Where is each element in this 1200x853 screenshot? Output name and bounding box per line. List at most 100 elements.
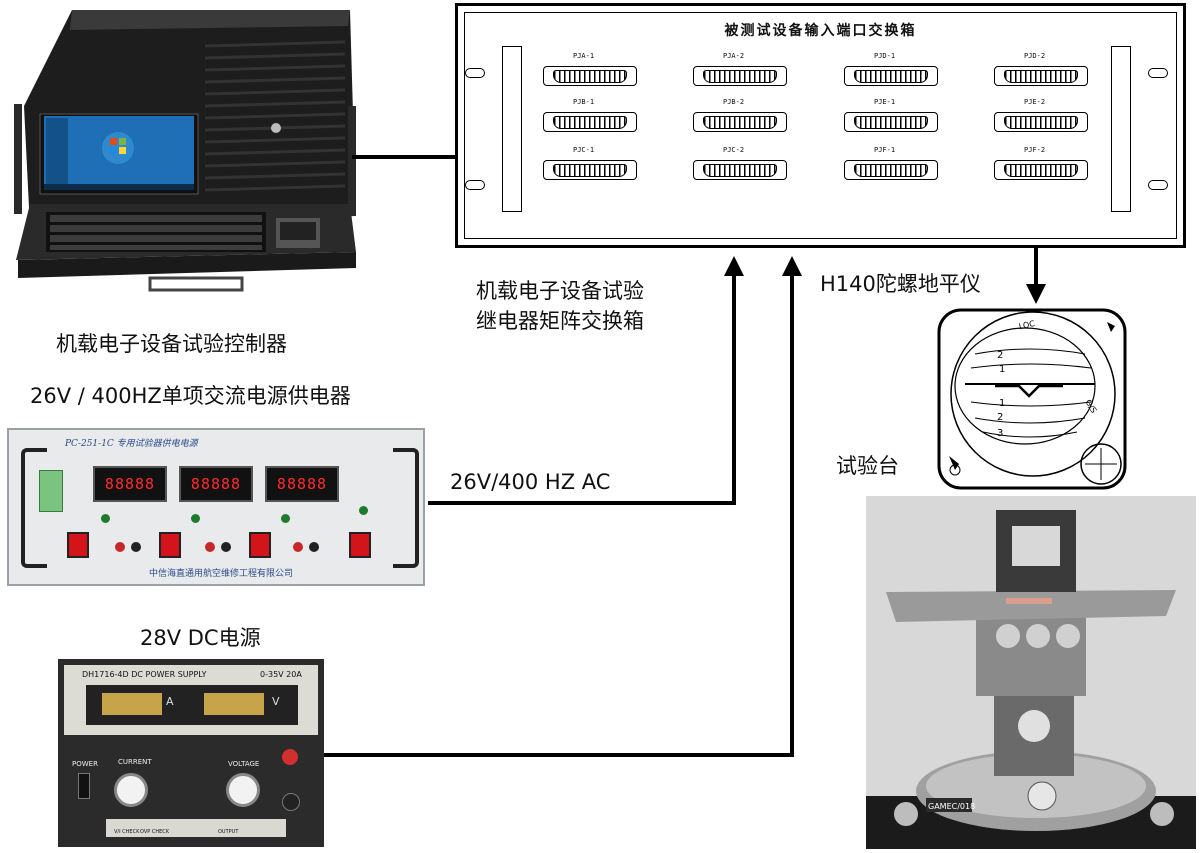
port-label: PJA-2 <box>723 52 745 60</box>
port-label: PJF-1 <box>874 146 896 154</box>
ac-right-handle <box>393 448 419 568</box>
port-pins <box>854 116 928 129</box>
dc-unit-a: A <box>166 695 174 708</box>
gyro-mark: 1 <box>999 364 1005 375</box>
dc-check2: OVP CHECK <box>140 829 170 835</box>
mount-hole <box>1148 68 1168 78</box>
dc-voltmeter <box>204 693 264 715</box>
ac-terminal[interactable] <box>293 542 303 552</box>
port-connector <box>844 66 938 86</box>
ac-left-handle <box>21 448 47 568</box>
port-pins <box>553 164 627 177</box>
table-tag: GAMEC/018 <box>928 802 975 811</box>
dc-pos-terminal[interactable] <box>282 749 298 765</box>
port-label: PJA-1 <box>573 52 595 60</box>
dc-model-text: DH1716-4D DC POWER SUPPLY <box>82 670 207 679</box>
gyro-mark: 1 <box>999 398 1005 409</box>
dc-check1: V/I CHECK <box>114 829 140 835</box>
ac-meter: 88888 <box>265 466 339 502</box>
port-connector <box>693 66 787 86</box>
gyro-mark: 2 <box>997 350 1003 361</box>
dc-bottom-strip <box>106 819 286 837</box>
port-connector <box>844 160 938 180</box>
port-pins <box>553 116 627 129</box>
dc-current-knob[interactable] <box>114 773 148 807</box>
ac-green-tag <box>39 470 63 512</box>
dc-power-supply: DH1716-4D DC POWER SUPPLY 0-35V 20A A V … <box>58 659 324 847</box>
controller-computer-drawing <box>14 10 356 292</box>
arrow-gyro <box>1026 284 1046 304</box>
ac-meter: 88888 <box>93 466 167 502</box>
port-pins <box>1004 164 1078 177</box>
dc-unit-v: V <box>272 695 280 708</box>
port-pins <box>854 70 928 83</box>
ac-indicator-light <box>359 506 368 515</box>
controller-computer <box>10 6 360 296</box>
ac-switch[interactable] <box>349 532 371 558</box>
ac-terminal[interactable] <box>131 542 141 552</box>
port-label: PJE-2 <box>1024 98 1046 106</box>
gyro-mark: 3 <box>997 428 1003 439</box>
port-pins <box>854 164 928 177</box>
ac-indicator-light <box>281 514 290 523</box>
ac-switch[interactable] <box>159 532 181 558</box>
ac-meter-digits: 88888 <box>190 475 242 493</box>
mount-hole <box>465 180 485 190</box>
dc-display-window: A V <box>86 685 298 725</box>
port-pins <box>703 164 777 177</box>
matrix-box-label-line2: 继电器矩阵交换箱 <box>476 309 644 333</box>
ac-maker-text: 中信海直通用航空维修工程有限公司 <box>149 569 294 579</box>
dc-ammeter <box>102 693 162 715</box>
port-connector <box>994 160 1088 180</box>
table-label: 试验台 <box>836 454 899 478</box>
gyro-horizon: LOC G/S 2 1 1 2 3 <box>935 306 1131 492</box>
matrix-box-label-line1: 机载电子设备试验 <box>476 279 644 303</box>
controller-label: 机载电子设备试验控制器 <box>56 332 287 356</box>
ac-meter: 88888 <box>179 466 253 502</box>
dc-neg-terminal[interactable] <box>282 793 300 811</box>
ac-indicator-light <box>191 514 200 523</box>
dc-power-label: POWER <box>72 760 98 768</box>
dc-power-switch[interactable] <box>78 773 90 799</box>
ac-switch[interactable] <box>67 532 89 558</box>
gyro-label: H140陀螺地平仪 <box>820 272 981 296</box>
ac-meter-digits: 88888 <box>276 475 328 493</box>
port-connector <box>844 112 938 132</box>
ac-indicator-light <box>101 514 110 523</box>
ac-terminal[interactable] <box>115 542 125 552</box>
dc-voltage-knob[interactable] <box>226 773 260 807</box>
port-label: PJF-2 <box>1024 146 1046 154</box>
gyro-loc-tag: LOC <box>1018 319 1036 331</box>
dc-range-text: 0-35V 20A <box>260 670 302 679</box>
arrow-ac <box>724 256 744 276</box>
mount-hole <box>465 68 485 78</box>
left-rail <box>502 46 522 212</box>
port-label: PJB-1 <box>573 98 595 106</box>
ac-terminal[interactable] <box>205 542 215 552</box>
dc-output: OUTPUT <box>218 829 239 835</box>
gyro-horizon-drawing: LOC G/S 2 1 1 2 3 <box>937 308 1127 490</box>
port-label: PJD-1 <box>874 52 896 60</box>
port-pins <box>553 70 627 83</box>
port-connector <box>543 66 637 86</box>
ac-line-label: 26V/400 HZ AC <box>450 470 611 494</box>
port-connector <box>543 160 637 180</box>
port-connector <box>994 66 1088 86</box>
ac-meter-digits: 88888 <box>104 475 156 493</box>
port-pins <box>1004 116 1078 129</box>
dc-top-panel: DH1716-4D DC POWER SUPPLY 0-35V 20A A V <box>64 665 318 735</box>
port-label: PJC-2 <box>723 146 745 154</box>
port-pins <box>1004 70 1078 83</box>
ac-terminal[interactable] <box>221 542 231 552</box>
port-pins <box>703 70 777 83</box>
ac-terminal[interactable] <box>309 542 319 552</box>
mount-hole <box>1148 180 1168 190</box>
dc-current-label: CURRENT <box>118 758 152 766</box>
port-connector <box>693 160 787 180</box>
ac-switch[interactable] <box>249 532 271 558</box>
test-table: GAMEC/018 <box>866 496 1196 849</box>
port-pins <box>703 116 777 129</box>
ac-power-supply: PC-251-1C 专用试验器供电电源 88888 88888 88888 中信… <box>7 428 425 586</box>
port-label: PJC-1 <box>573 146 595 154</box>
